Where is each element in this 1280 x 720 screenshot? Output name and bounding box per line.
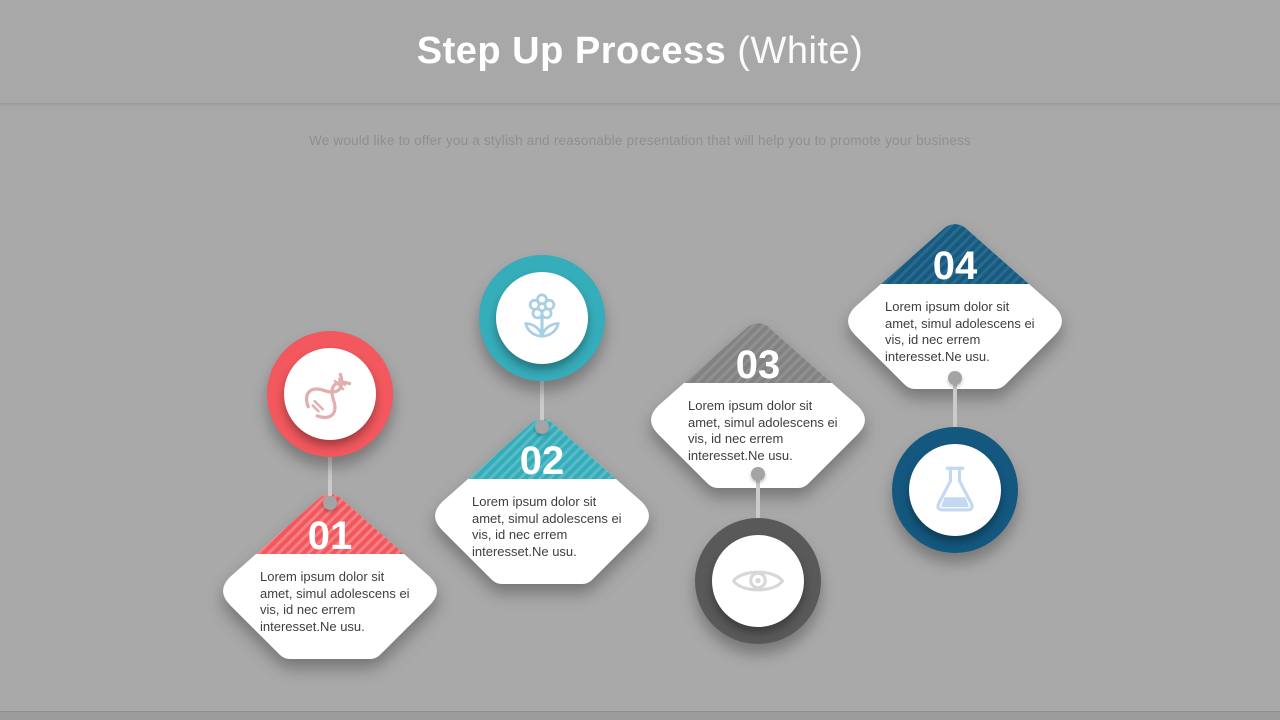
step-02-badge xyxy=(479,255,605,381)
step-number: 01 xyxy=(308,514,353,558)
subtitle: We would like to offer you a stylish and… xyxy=(309,133,971,148)
step-number: 03 xyxy=(736,343,781,387)
step-01-badge xyxy=(267,331,393,457)
connector-dot xyxy=(323,496,337,510)
footer-band xyxy=(0,712,1280,720)
title-light: (White) xyxy=(726,30,864,72)
step-description: Lorem ipsum dolor sit amet, simul adoles… xyxy=(688,398,838,463)
step-04-badge xyxy=(892,427,1018,553)
step-04-badge-inner xyxy=(909,444,1001,536)
card-shape xyxy=(848,224,1062,389)
footer-divider xyxy=(0,711,1280,712)
step-03-badge-inner xyxy=(712,535,804,627)
step-number: 04 xyxy=(933,244,978,288)
card-shape xyxy=(435,419,649,584)
connector-dot xyxy=(948,371,962,385)
step-description: Lorem ipsum dolor sit amet, simul adoles… xyxy=(260,569,410,634)
header-band xyxy=(0,0,1280,103)
flower-icon xyxy=(524,293,560,338)
step-02-badge-inner xyxy=(496,272,588,364)
step-03-card: 03 xyxy=(651,323,865,488)
step-03-badge xyxy=(695,518,821,644)
connector-dot xyxy=(751,467,765,481)
step-number: 02 xyxy=(520,439,565,483)
connector-dot xyxy=(535,420,549,434)
step-02-card: 02 xyxy=(435,419,649,584)
card-shape xyxy=(223,494,437,659)
header-divider xyxy=(0,103,1280,111)
page-title: Step Up Process (White) xyxy=(0,30,1280,73)
flask-icon xyxy=(936,466,974,512)
step-01-badge-inner xyxy=(284,348,376,440)
step-04-card: 04 xyxy=(848,224,1062,389)
step-description: Lorem ipsum dolor sit amet, simul adoles… xyxy=(885,299,1035,364)
step-description: Lorem ipsum dolor sit amet, simul adoles… xyxy=(472,494,622,559)
card-shape xyxy=(651,323,865,488)
dna-icon xyxy=(305,372,352,419)
eye-icon xyxy=(731,570,785,592)
title-bold: Step Up Process xyxy=(416,30,727,72)
